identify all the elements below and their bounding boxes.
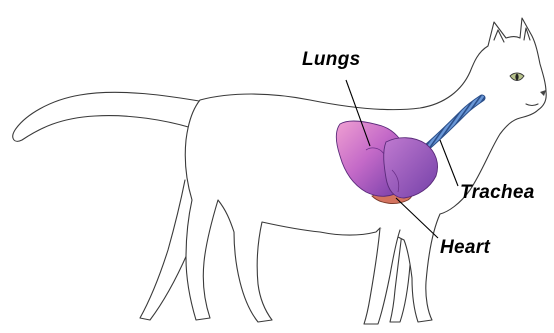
- cat-outline: [13, 18, 546, 324]
- heart-label: Heart: [440, 237, 490, 259]
- trachea-label: Trachea: [460, 182, 535, 204]
- cat-tail: [13, 92, 205, 141]
- lungs-label: Lungs: [302, 49, 361, 71]
